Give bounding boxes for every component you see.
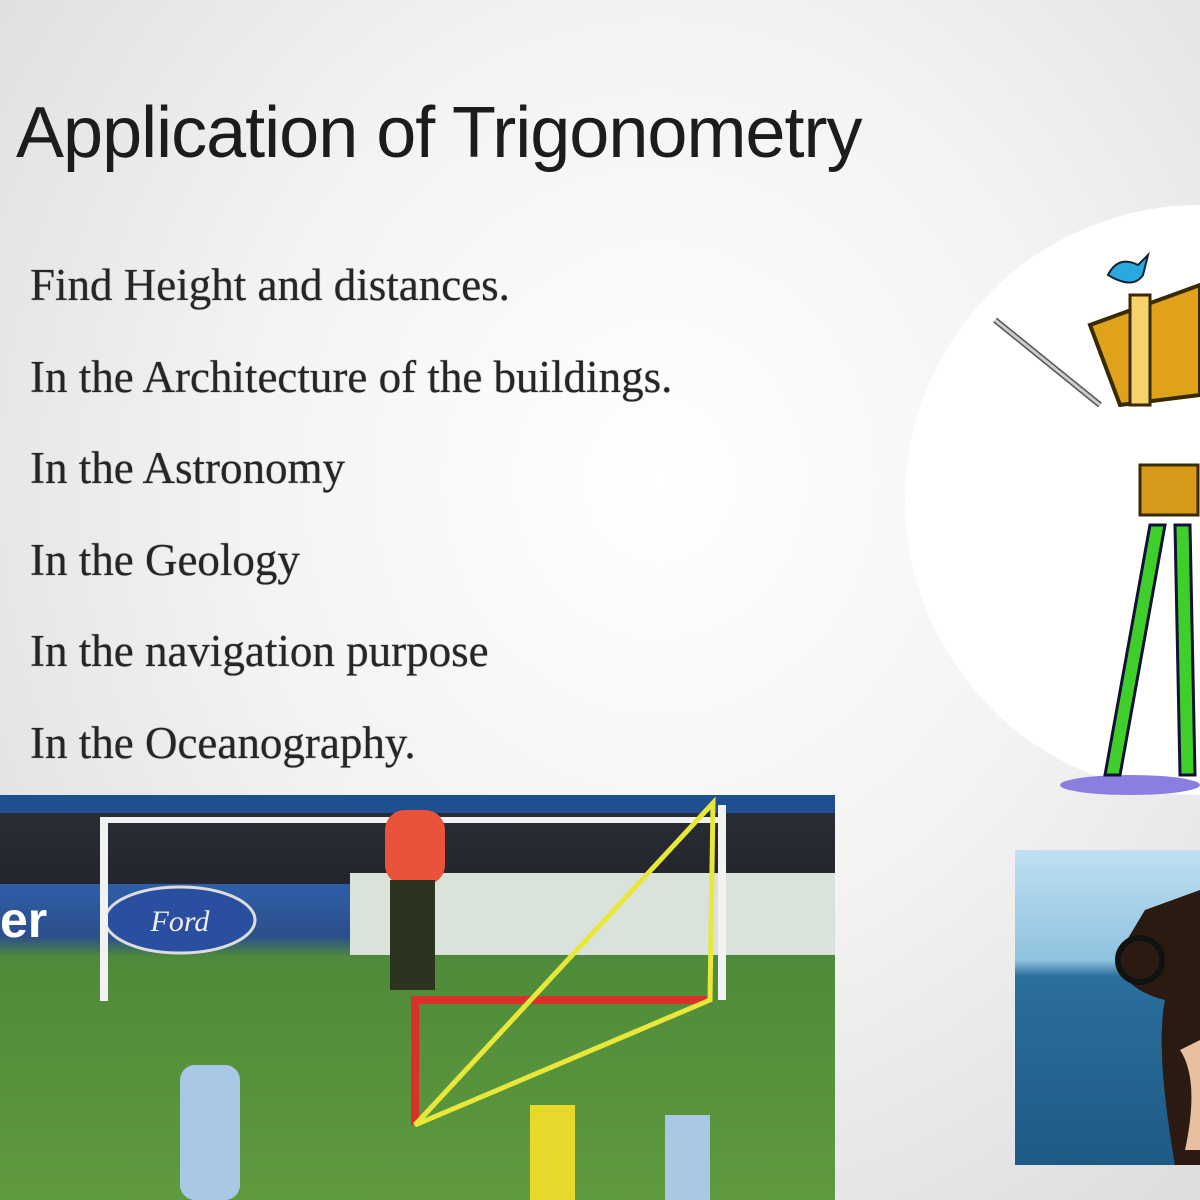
bullet-item: In the Astronomy [30, 443, 345, 493]
telescope-illustration [993, 251, 1200, 795]
football-trigonometry-photo: Ford er [0, 795, 835, 1200]
slide-title: Application of Trigonometry [16, 93, 862, 173]
bullet-item: In the Architecture of the buildings. [30, 351, 673, 402]
ad-text: er [0, 892, 47, 948]
bullet-list: Find Height and distances. In the Archit… [30, 255, 672, 804]
ford-logo: Ford [150, 905, 211, 938]
bullet-item: In the Oceanography. [30, 717, 416, 768]
bullet-item: In the Geology [30, 534, 300, 585]
sextant-photo [1015, 850, 1200, 1165]
bullet-item: In the navigation purpose [30, 626, 489, 676]
bullet-item: Find Height and distances. [30, 260, 510, 310]
